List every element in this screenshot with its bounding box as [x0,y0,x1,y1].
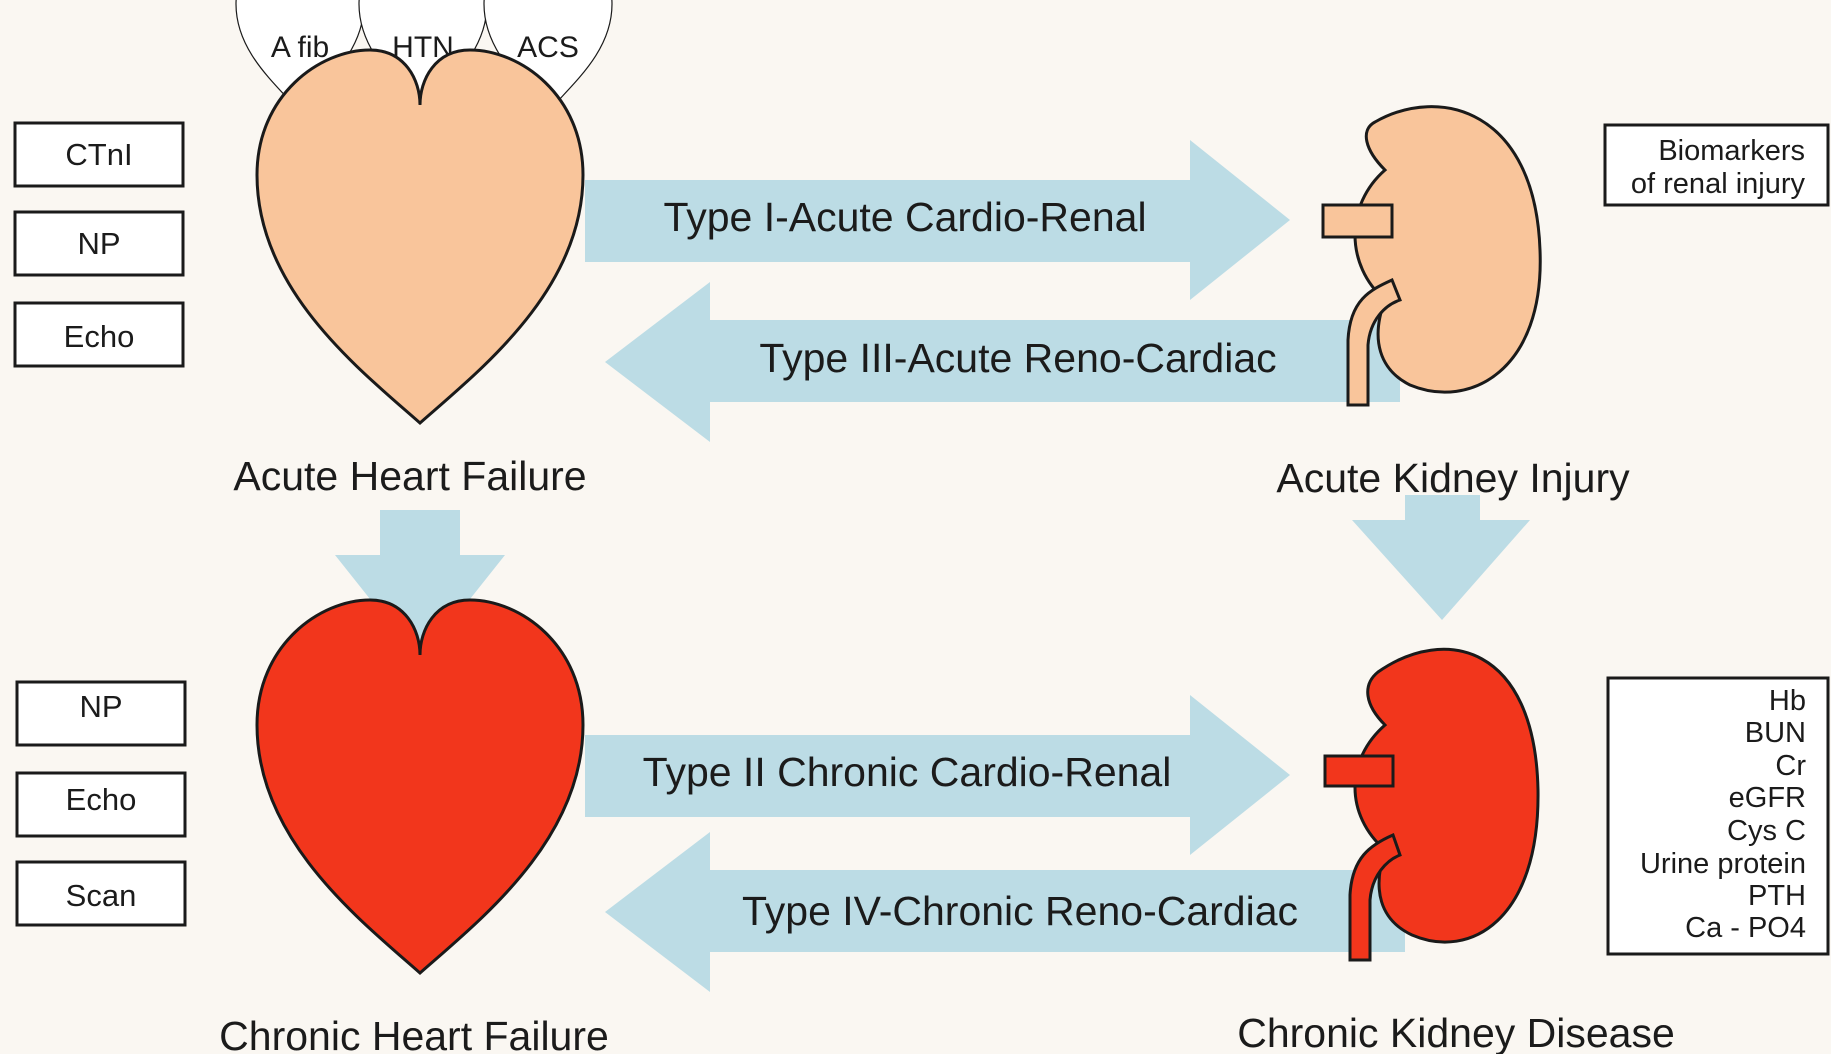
test-label: NP [79,689,122,724]
test-label: Echo [66,782,137,817]
acute-heart-tests: CTnI NP Echo [15,123,183,366]
test-label: CTnI [65,137,132,172]
chronic-heart-tests: NP Echo Scan [17,682,185,925]
biomarker-label: BUN [1745,717,1806,749]
biomarker-label: Hb [1769,685,1806,717]
test-label: Echo [64,319,135,354]
biomarker-label: PTH [1748,880,1806,912]
biomarker-label: Cys C [1727,815,1806,847]
acute-kidney-icon [1323,107,1540,405]
biomarker-label: eGFR [1729,782,1806,814]
arrow-type-1-label: Type I-Acute Cardio-Renal [663,194,1146,240]
chronic-heart-label: Chronic Heart Failure [219,1013,609,1054]
arrow-type-2-label: Type II Chronic Cardio-Renal [643,749,1172,795]
chronic-kidney-label: Chronic Kidney Disease [1237,1010,1675,1054]
arrow-type-3-label: Type III-Acute Reno-Cardiac [759,335,1276,381]
risk-factor-label: A fib [271,31,329,64]
acute-kidney-biomarkers: Biomarkers of renal injury [1605,125,1828,205]
test-label: NP [77,226,120,261]
acute-heart-icon [257,50,583,423]
biomarker-label: Biomarkers [1658,135,1805,167]
biomarker-label: of renal injury [1631,168,1806,200]
chronic-kidney-icon [1325,649,1538,960]
arrow-type-4-label: Type IV-Chronic Reno-Cardiac [742,888,1298,934]
acute-kidney-label: Acute Kidney Injury [1276,455,1630,501]
chronic-heart-icon [257,600,583,973]
risk-factor-label: ACS [517,31,579,64]
arrow-down-kidney [1352,495,1530,620]
test-label: Scan [66,878,137,913]
biomarker-label: Cr [1775,750,1806,782]
acute-heart-label: Acute Heart Failure [233,453,586,499]
biomarker-label: Urine protein [1640,848,1806,880]
biomarker-label: Ca - PO4 [1685,912,1806,944]
chronic-kidney-biomarkers: Hb BUN Cr eGFR Cys C Urine protein PTH C… [1608,678,1828,954]
